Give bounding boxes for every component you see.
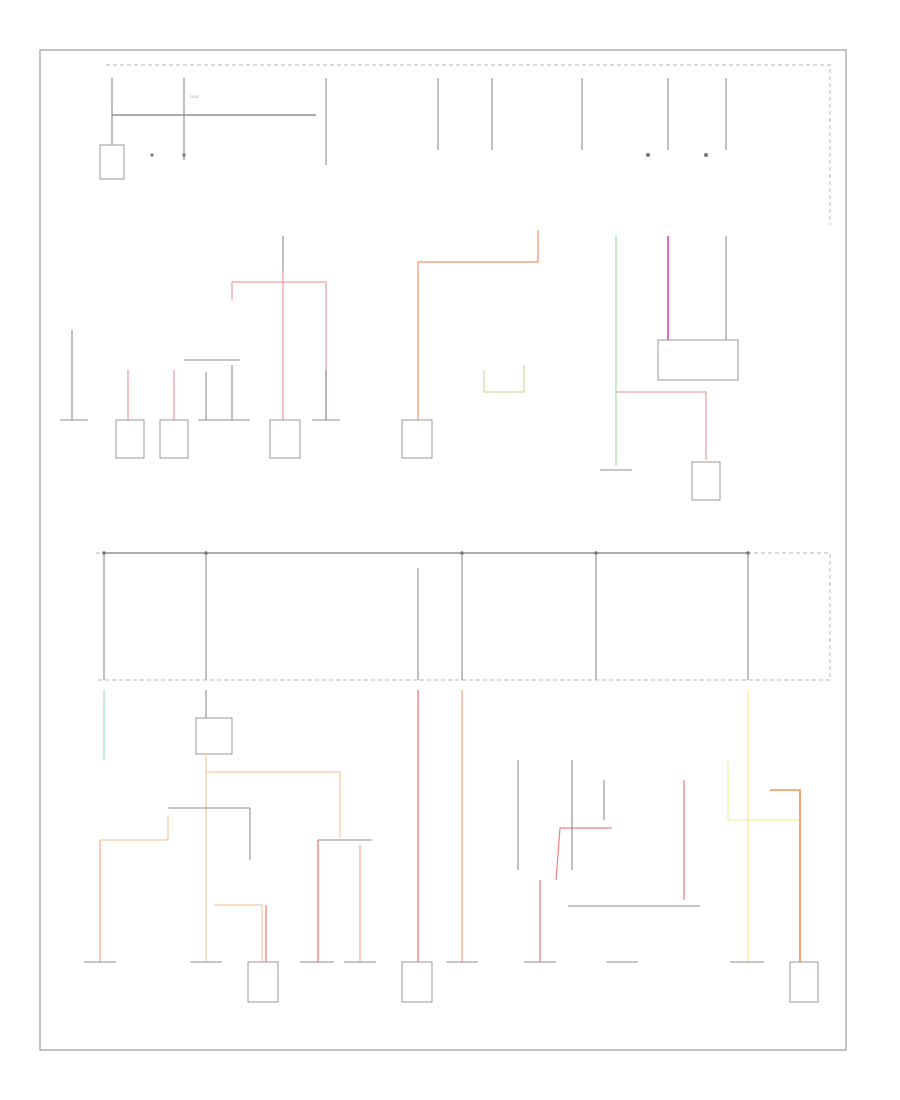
red-wire-left (232, 281, 327, 420)
component-b2 (401, 961, 433, 1003)
relay-module (657, 339, 739, 381)
component-4 (401, 419, 433, 459)
component-1 (115, 419, 145, 459)
component-5 (691, 461, 721, 501)
diagram-border (39, 49, 847, 1051)
lower-circuits (84, 690, 819, 1003)
component-b1 (247, 961, 279, 1003)
orange-wire (417, 230, 539, 420)
component-2 (159, 419, 189, 459)
underhood-fuse-box-outline (106, 64, 831, 225)
component-3 (269, 419, 301, 459)
relay-lower-left (195, 717, 233, 755)
upper-circuits (60, 230, 739, 501)
fuse-box-relay (99, 144, 125, 180)
top-fuse-row: FUSE (99, 78, 727, 180)
fuse-label: FUSE (190, 95, 199, 99)
lower-fuse-row (102, 551, 750, 680)
component-b3 (789, 961, 819, 1003)
